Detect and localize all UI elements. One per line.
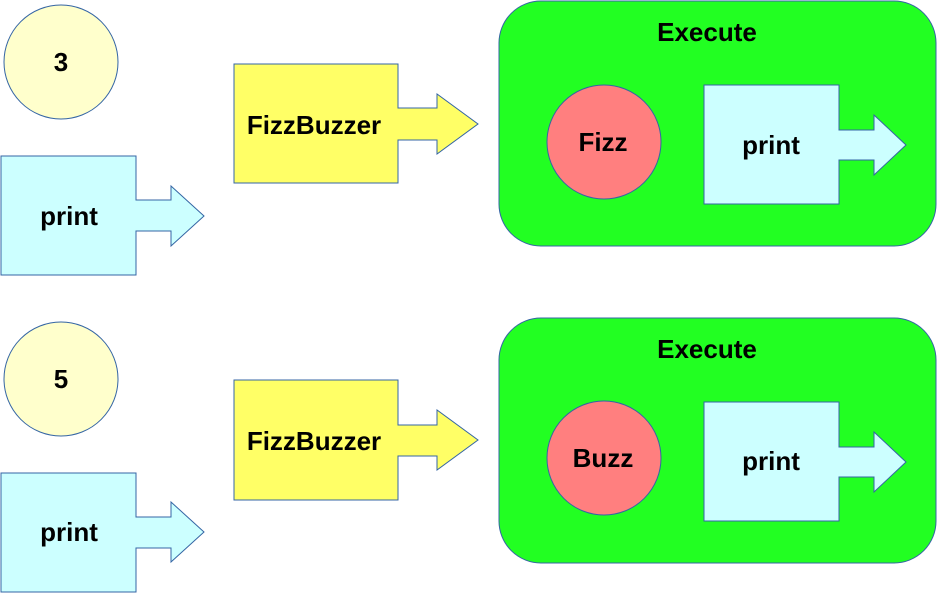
execute-panel: Execute Buzz print (498, 317, 937, 564)
print-input-node: print (0, 155, 205, 276)
fizzbuzzer-label: FizzBuzzer (247, 110, 381, 140)
number-label: 3 (54, 47, 68, 77)
print-output-node: print (703, 401, 907, 522)
fizzbuzzer-node: FizzBuzzer (233, 63, 479, 184)
execute-title: Execute (657, 17, 757, 47)
print-input-label: print (40, 201, 98, 231)
execute-panel: Execute Fizz print (498, 0, 937, 247)
word-node: Buzz (546, 400, 662, 516)
number-node: 5 (3, 321, 119, 437)
print-output-node: print (703, 84, 907, 205)
execute-title: Execute (657, 334, 757, 364)
print-input-node: print (0, 472, 205, 593)
fizzbuzzer-label: FizzBuzzer (247, 426, 381, 456)
row-2: 5 print FizzBuzzer Execute Buzz print (0, 317, 937, 593)
print-input-label: print (40, 517, 98, 547)
number-node: 3 (3, 4, 119, 120)
word-label: Fizz (578, 127, 627, 157)
print-output-label: print (742, 130, 800, 160)
word-node: Fizz (546, 84, 662, 200)
word-label: Buzz (573, 443, 634, 473)
row-1: 3 print FizzBuzzer Execute Fizz print (0, 0, 937, 276)
number-label: 5 (54, 364, 68, 394)
print-output-label: print (742, 446, 800, 476)
fizzbuzzer-node: FizzBuzzer (233, 379, 479, 501)
